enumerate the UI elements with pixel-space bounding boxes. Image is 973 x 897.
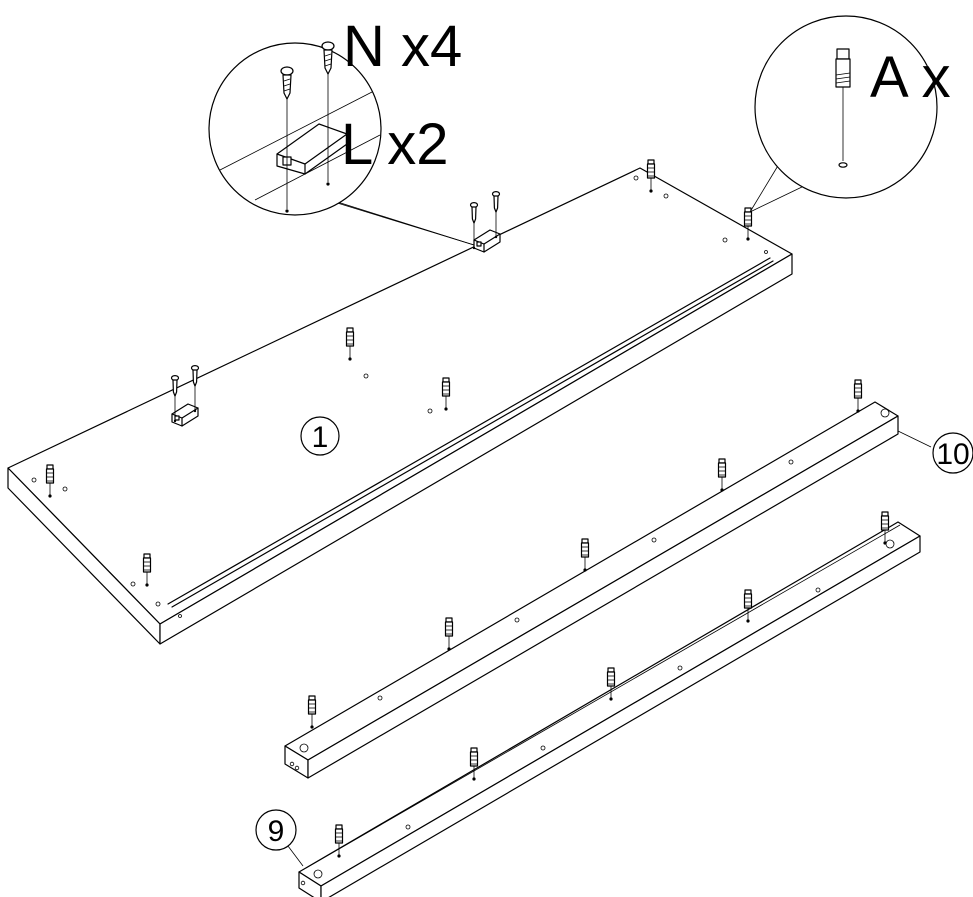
part-label-1: 1	[312, 421, 329, 454]
part-label-9: 9	[268, 815, 285, 848]
callout-right	[749, 15, 938, 213]
cam-bolt	[444, 617, 454, 652]
part-label-10: 10	[936, 438, 969, 471]
panel-1	[7, 167, 793, 645]
cam-bolt	[853, 379, 863, 414]
rail-9	[255, 521, 921, 897]
cam-bolt	[580, 538, 590, 573]
part-label-1-circle	[300, 416, 340, 456]
callout-left	[208, 41, 475, 246]
callout-screw-n-label: N x4	[343, 14, 462, 79]
callout-bracket-l-label: L x2	[341, 112, 448, 177]
cam-bolt	[307, 695, 317, 730]
callout-cam-bolt-a-label: A x	[870, 45, 951, 110]
rail-10	[284, 401, 973, 779]
cam-bolt	[717, 458, 727, 493]
